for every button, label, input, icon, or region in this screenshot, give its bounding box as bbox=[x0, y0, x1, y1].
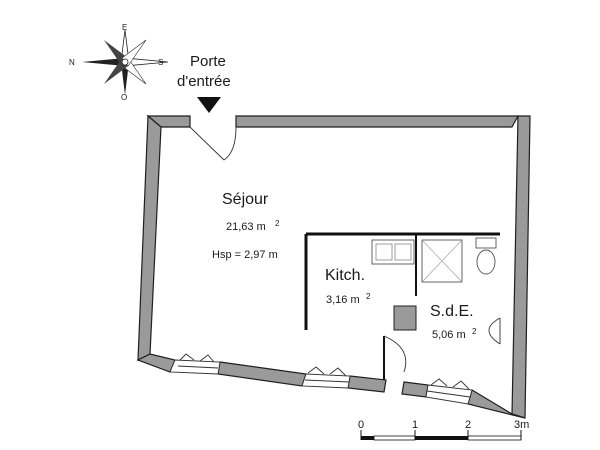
entrance-label-line2: d'entrée bbox=[177, 73, 231, 90]
scale-tick-0: 0 bbox=[358, 419, 364, 431]
compass-south-label: S bbox=[158, 58, 163, 67]
room-sejour-area-unit: 2 bbox=[275, 219, 280, 228]
room-kitchen-area-unit: 2 bbox=[366, 292, 371, 301]
compass-east-label: E bbox=[122, 23, 127, 32]
entrance-label-line1: Porte bbox=[190, 53, 226, 70]
compass-west-label: O bbox=[121, 93, 127, 102]
windows bbox=[169, 353, 473, 405]
washbasin bbox=[488, 317, 501, 345]
scale-tick-3: 3m bbox=[514, 419, 529, 431]
kitchen-sink bbox=[371, 239, 415, 265]
scale-tick-2: 2 bbox=[465, 419, 471, 431]
room-sde-name: S.d.E. bbox=[430, 303, 474, 320]
room-kitchen-name: Kitch. bbox=[325, 267, 365, 284]
room-sejour-height: Hsp = 2,97 m bbox=[212, 249, 278, 261]
scale-bar: 0 1 2 3m bbox=[358, 419, 529, 441]
room-sejour-name: Séjour bbox=[222, 191, 269, 208]
room-sde-area: 5,06 m bbox=[432, 329, 466, 341]
exterior-walls bbox=[136, 114, 531, 419]
interior-partitions bbox=[304, 232, 500, 380]
compass-north-label: N bbox=[69, 58, 75, 67]
room-sejour-area: 21,63 m bbox=[226, 221, 266, 233]
shower bbox=[421, 239, 463, 283]
room-kitchen-area: 3,16 m bbox=[326, 294, 360, 306]
entrance-door bbox=[189, 126, 237, 161]
toilet bbox=[475, 237, 497, 275]
compass-rose: N S E O bbox=[69, 23, 169, 102]
scale-tick-1: 1 bbox=[412, 419, 418, 431]
entrance-arrow-icon bbox=[197, 97, 221, 113]
room-sde-area-unit: 2 bbox=[472, 327, 477, 336]
